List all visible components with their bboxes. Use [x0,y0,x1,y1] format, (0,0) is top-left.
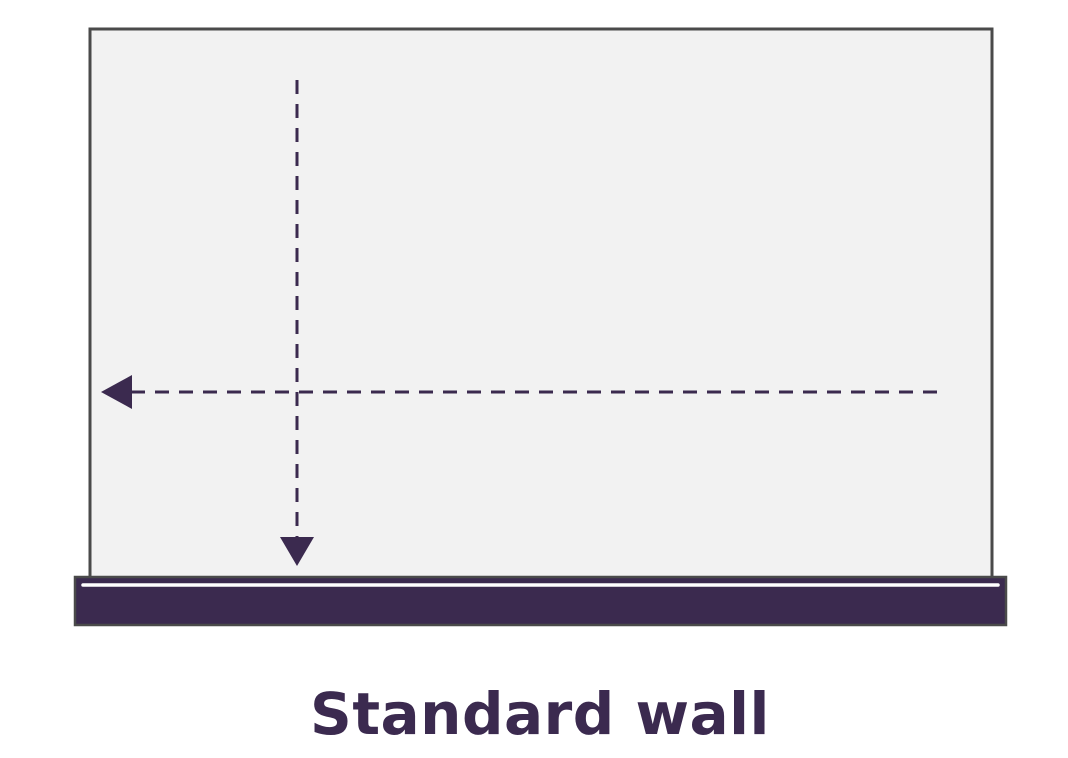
arrow-down-icon [280,537,314,566]
arrow-left-icon [101,375,132,409]
diagram-caption: Standard wall [310,680,770,748]
wall-panel [88,27,994,581]
